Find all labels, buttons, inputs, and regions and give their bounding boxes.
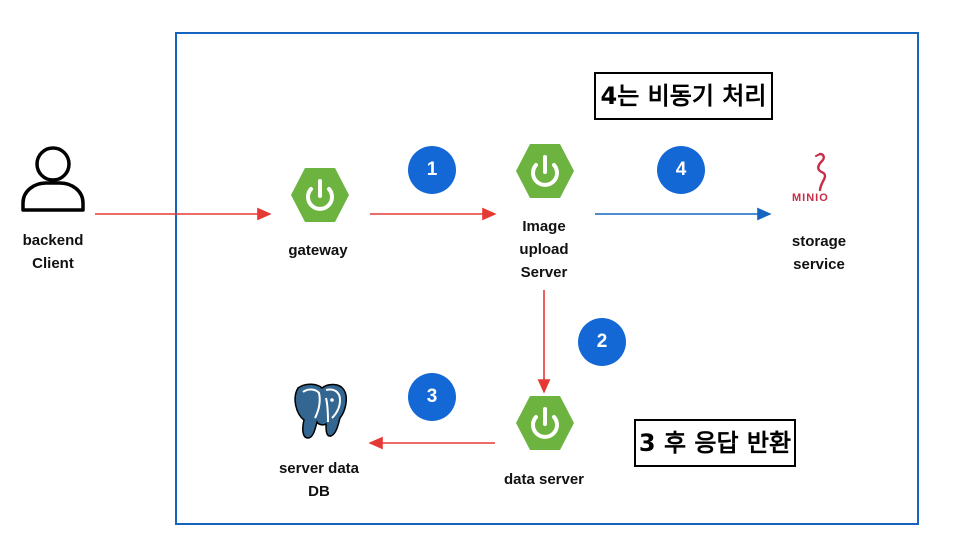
postgresql-elephant-icon bbox=[294, 383, 347, 439]
user-icon bbox=[21, 146, 85, 212]
minio-logo-icon bbox=[815, 152, 827, 192]
system-boundary bbox=[175, 32, 919, 525]
minio-logo-text: MINIO bbox=[792, 192, 829, 204]
spring-gateway-icon bbox=[291, 168, 349, 222]
spring-data-server-icon bbox=[516, 396, 574, 450]
data-server-label: data server bbox=[503, 471, 585, 488]
step-badge-2: 2 bbox=[578, 318, 626, 366]
step-badge-1: 1 bbox=[408, 146, 456, 194]
step-badge-3: 3 bbox=[408, 373, 456, 421]
response-note: 3 후 응답 반환 bbox=[634, 419, 796, 467]
spring-upload-server-icon bbox=[516, 144, 574, 198]
async-note: 4는 비동기 처리 bbox=[594, 72, 773, 120]
gateway-label: gateway bbox=[288, 242, 348, 259]
upload-server-label: Image upload Server bbox=[519, 218, 569, 281]
client-label: backend Client bbox=[22, 232, 84, 272]
step-badge-4: 4 bbox=[657, 146, 705, 194]
storage-label: storage service bbox=[791, 233, 847, 273]
db-label: server data DB bbox=[278, 460, 360, 500]
